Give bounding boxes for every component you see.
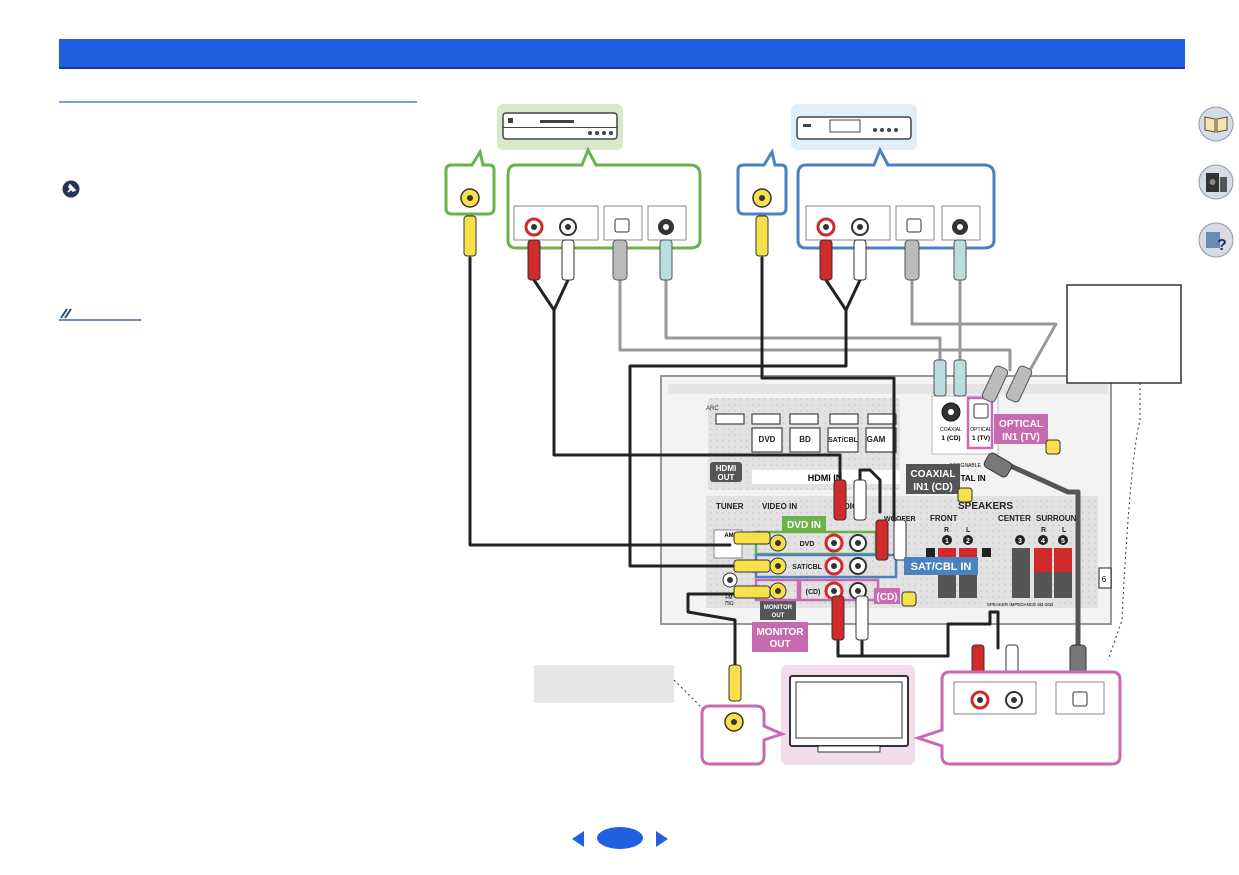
satcbl-jack-label: SAT/CBL (792, 564, 823, 571)
front-l-label: L (966, 527, 971, 534)
tuner-label: TUNER (716, 502, 744, 511)
optical-small-label-2: 1 (TV) (972, 435, 990, 442)
hdmi-game-label: GAM (867, 435, 886, 444)
note-icon (59, 308, 141, 321)
spk-num-4: 4 (1041, 538, 1045, 545)
hdmi-bd-label: BD (799, 435, 811, 444)
optical-jack (973, 403, 989, 419)
six-label: 6 (1102, 575, 1107, 584)
speakers-label: SPEAKERS (958, 501, 1013, 512)
hdmi-in-label: HDMI IN (808, 473, 843, 483)
set-top-box-icon (796, 116, 912, 140)
fm-label: FM (725, 595, 732, 601)
sat-video-bubble (736, 148, 788, 216)
svg-text:SAT/CBL IN: SAT/CBL IN (911, 561, 972, 573)
optical-in-callout (994, 414, 1048, 444)
spk-num-1: 1 (945, 538, 949, 545)
dvd-jack-label: DVD (800, 541, 815, 548)
prev-page-icon[interactable] (570, 829, 586, 849)
monitor-panel-2: OUT (772, 613, 785, 619)
sat-audio-bubble (796, 146, 996, 250)
spk-num-3: 3 (1018, 538, 1022, 545)
hdmi-out-label-2: OUT (718, 473, 735, 482)
hdmi-ports (715, 413, 897, 453)
svg-text:IN1 (TV): IN1 (TV) (1002, 432, 1040, 443)
arc-label: ARC (706, 406, 719, 412)
ohm-label: 75Ω (724, 601, 734, 607)
hdmi-out-label-1: HDMI (716, 464, 736, 473)
coaxial-in-callout (906, 464, 960, 494)
sat-jacks (752, 188, 981, 241)
satcbl-in-callout (904, 557, 978, 575)
next-page-icon[interactable] (654, 829, 670, 849)
optical-small-label: OPTICAL (970, 427, 992, 433)
surround-r-label: R (1041, 527, 1046, 534)
dvd-player-icon (502, 112, 618, 140)
digital-in-label: ITAL IN (958, 474, 985, 483)
video-in-label: VIDEO IN (762, 502, 797, 511)
front-label: FRONT (930, 514, 958, 523)
front-r-label: R (944, 527, 949, 534)
book-icon[interactable] (1198, 106, 1234, 142)
coaxial-small-label: COAXIAL (940, 427, 962, 433)
svg-text:(CD): (CD) (876, 592, 897, 603)
dvd-jacks (460, 188, 687, 241)
impedance-label: SPEAKER IMPEDANCE 6Ω-16Ω (987, 602, 1054, 607)
header-bar (59, 39, 1185, 69)
monitor-out-panel-box (760, 600, 796, 620)
tip-pin-icon (62, 180, 80, 198)
section-rule (59, 101, 417, 103)
hdmi-dvd-label: DVD (759, 435, 776, 444)
svg-text:DVD IN: DVD IN (787, 520, 821, 531)
tv-label-box (534, 665, 674, 703)
tv-icon (789, 675, 909, 753)
svg-text:?: ? (1217, 237, 1227, 254)
info-box (1066, 284, 1182, 384)
hdmi-out-box (710, 462, 742, 482)
tv-audio-bubble (913, 670, 1122, 766)
cd-callout (874, 588, 900, 604)
tv-video-bubble (700, 704, 787, 766)
audio-label: DIO (844, 502, 858, 511)
question-icon[interactable]: ? (1198, 222, 1234, 258)
dvd-audio-bubble (506, 146, 702, 250)
svg-text:COAXIAL: COAXIAL (911, 469, 956, 480)
receiver-icon[interactable] (1198, 164, 1234, 200)
monitor-panel-1: MONITOR (764, 605, 793, 611)
surround-label: SURROUN (1036, 514, 1077, 523)
coaxial-small-label-2: 1 (CD) (941, 435, 960, 442)
spk-num-2: 2 (966, 538, 970, 545)
cd-jack-label: (CD) (806, 589, 821, 596)
dvd-video-bubble (444, 148, 496, 216)
svg-text:IN1 (CD): IN1 (CD) (913, 482, 952, 493)
svg-text:OPTICAL: OPTICAL (999, 419, 1043, 430)
spk-num-5: 5 (1061, 538, 1065, 545)
page-number-button[interactable] (596, 826, 644, 850)
dvd-in-callout (782, 516, 826, 532)
am-label: AM (724, 533, 733, 539)
svg-text:OUT: OUT (769, 639, 790, 650)
hdmi-satcbl-label: SAT/CBL (828, 437, 859, 444)
monitor-out-callout (752, 622, 808, 652)
center-label: CENTER (998, 514, 1031, 523)
assignable-label: ASSIGNABLE (949, 463, 981, 469)
svg-text:MONITOR: MONITOR (756, 627, 804, 638)
surround-l-label: L (1062, 527, 1067, 534)
